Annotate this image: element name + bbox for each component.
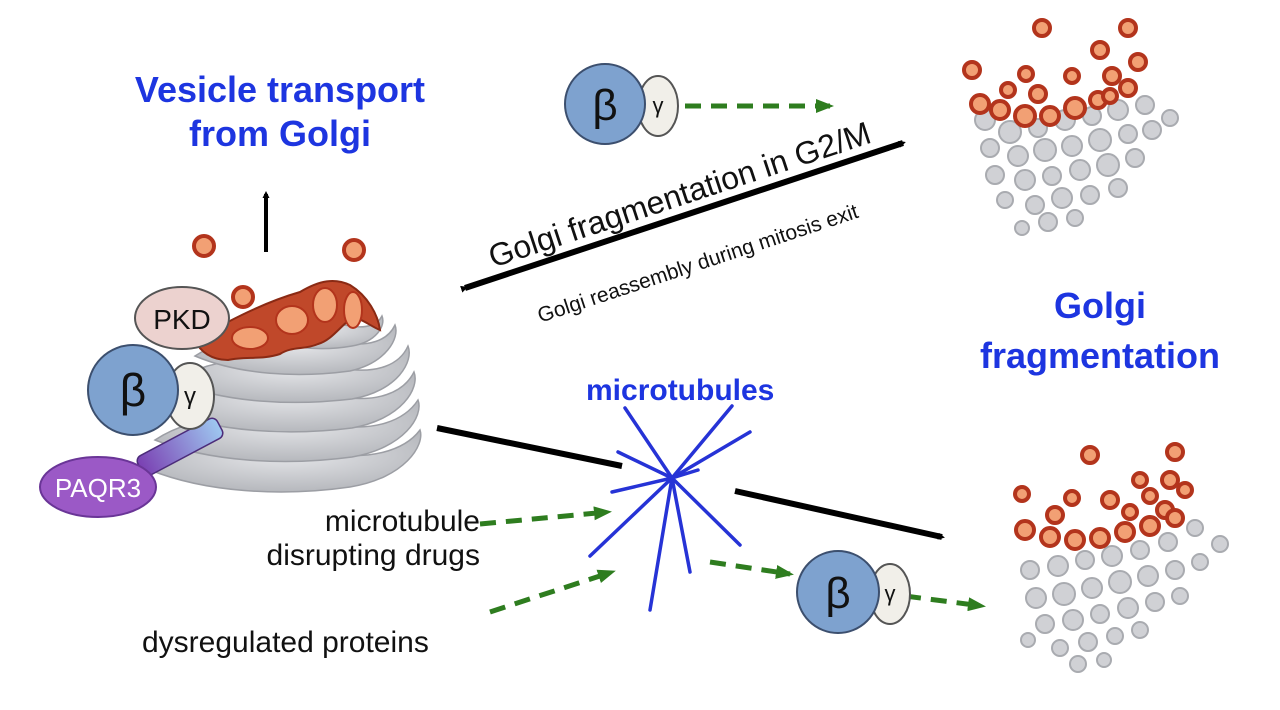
golgi-apparatus-icon (148, 234, 422, 493)
gamma-label-top: γ (653, 93, 664, 118)
red-vesicles-top (962, 18, 1148, 128)
drugs-line-1: microtubule (324, 505, 480, 538)
drugs-dashed-arrow (479, 506, 612, 527)
grey-vesicles-bottom (1020, 519, 1229, 673)
golgi-cisterna-red (193, 279, 382, 362)
beta-label-bottom: β (825, 569, 850, 618)
pkd-protein: PKD (134, 286, 230, 350)
fragmentation-arrow-label: Golgi fragmentation in G2/M (484, 115, 875, 275)
vesicle-line-2: from Golgi (189, 113, 371, 154)
pkd-label: PKD (153, 304, 211, 335)
betagamma-to-fragment-arrow (904, 593, 986, 612)
fragmented-golgi-bottom-icon (1013, 442, 1229, 673)
beta-label-golgi: β (120, 364, 146, 416)
beta-label-top: β (592, 81, 617, 130)
gamma-label-bottom: γ (885, 581, 896, 606)
red-vesicles-bottom (1013, 442, 1194, 551)
grey-vesicles-top (974, 95, 1179, 236)
microtubule-aster-icon (588, 404, 752, 612)
proteins-dashed-arrow (489, 569, 616, 615)
golgi-vesicles (192, 234, 366, 309)
fragmentation-double-arrow (460, 140, 906, 293)
golgi-fragmentation-heading: Golgi fragmentation (950, 284, 1250, 378)
vesicle-transport-heading: Vesicle transport from Golgi (100, 68, 460, 156)
golgi-frag-line-1: Golgi (1054, 285, 1146, 326)
fragmented-golgi-icon (962, 18, 1179, 236)
paqr3-label: PAQR3 (55, 473, 141, 503)
gamma-label-golgi: γ (184, 383, 196, 410)
microtubule-to-betagamma-arrow (709, 559, 794, 579)
microtubules-label: microtubules (586, 374, 775, 407)
drugs-line-2: disrupting drugs (266, 539, 480, 572)
beta-gamma-bottom: β γ (796, 550, 911, 634)
golgi-to-microtubule-line (436, 425, 623, 469)
beta-gamma-top: β γ (564, 63, 679, 145)
golgi-frag-line-2: fragmentation (979, 335, 1220, 376)
paqr3-protein: PAQR3 (39, 417, 224, 518)
dysregulated-proteins-label: dysregulated proteins (142, 626, 429, 659)
beta-gamma-golgi: β γ (87, 344, 215, 436)
microtubule-to-fragment-arrow (734, 488, 945, 540)
drugs-label: microtubule disrupting drugs (235, 505, 480, 573)
vesicle-line-1: Vesicle transport (134, 69, 426, 110)
